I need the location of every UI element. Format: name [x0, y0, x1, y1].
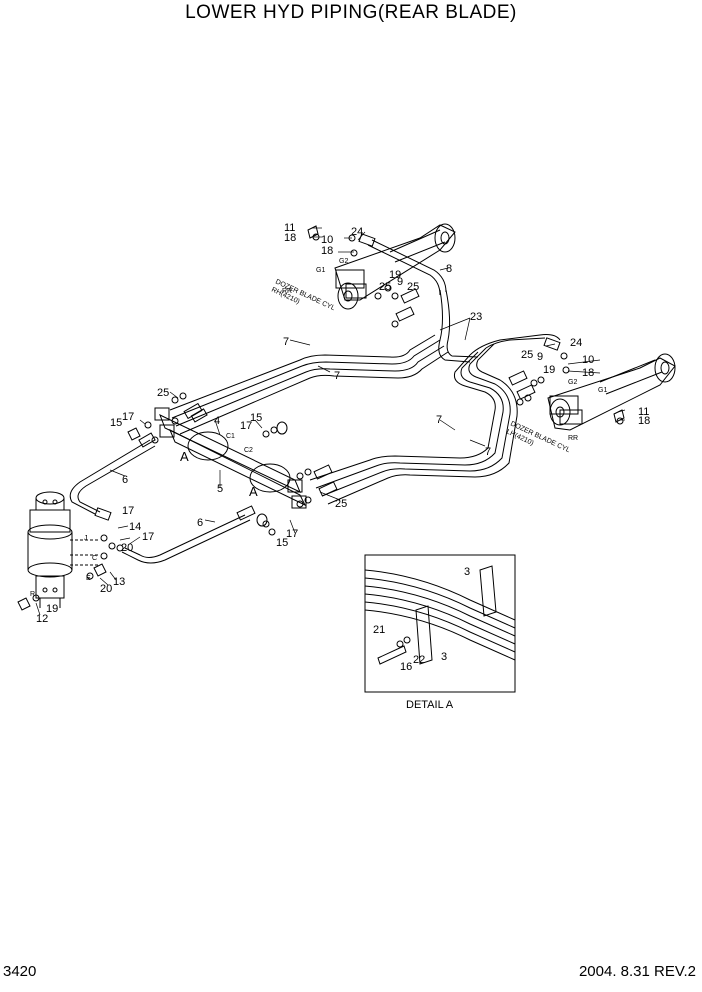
port-label-rr: RR [282, 288, 292, 295]
svg-text:7: 7 [485, 446, 491, 458]
svg-text:17: 17 [142, 531, 154, 543]
svg-text:23: 23 [470, 311, 482, 323]
svg-text:19: 19 [389, 269, 401, 281]
svg-text:5: 5 [217, 483, 223, 495]
port-label-g2-lh: G2 [568, 379, 577, 386]
svg-text:7: 7 [283, 336, 289, 348]
svg-text:17: 17 [122, 505, 134, 517]
svg-text:18: 18 [638, 415, 650, 427]
svg-text:15: 15 [110, 417, 122, 429]
pipe-group-23 [438, 289, 561, 363]
svg-text:17: 17 [122, 411, 134, 423]
svg-text:21: 21 [373, 624, 385, 636]
center-swivel [27, 491, 100, 608]
svg-text:3: 3 [441, 651, 447, 663]
svg-text:17: 17 [240, 420, 252, 432]
section-markers: A A [180, 449, 258, 499]
port-labels: G1 G2 G2 G1 C1 C2 J C E R RR RR [30, 258, 607, 598]
section-marker-a-right: A [249, 484, 258, 499]
svg-text:25: 25 [335, 498, 347, 510]
svg-text:24: 24 [351, 226, 363, 238]
cylinder-labels: DOZER BLADE CYL RH(4210) DOZER BLADE CYL… [270, 278, 571, 454]
svg-text:19: 19 [46, 603, 58, 615]
pipe-8 [367, 239, 447, 296]
svg-text:14: 14 [129, 521, 141, 533]
svg-text:18: 18 [284, 232, 296, 244]
svg-text:13: 13 [113, 576, 125, 588]
svg-text:17: 17 [286, 528, 298, 540]
svg-text:4: 4 [214, 415, 220, 427]
svg-text:8: 8 [446, 263, 452, 275]
port-label-c2: C2 [244, 447, 253, 454]
hose-6 [69, 439, 251, 564]
leader-lines [35, 227, 626, 616]
svg-text:18: 18 [582, 367, 594, 379]
svg-text:22: 22 [413, 654, 425, 666]
dozer-cylinder-rh [334, 223, 456, 310]
svg-text:3: 3 [464, 566, 470, 578]
port-label-g1-lh: G1 [598, 387, 607, 394]
svg-text:9: 9 [397, 276, 403, 288]
svg-text:20: 20 [100, 583, 112, 595]
port-label-g2: G2 [339, 258, 348, 265]
port-label-c: C [92, 555, 97, 562]
svg-text:10: 10 [321, 234, 333, 246]
svg-text:12: 12 [36, 613, 48, 625]
svg-text:25: 25 [379, 281, 391, 293]
svg-text:10: 10 [582, 354, 594, 366]
svg-text:9: 9 [537, 351, 543, 363]
plugs [17, 225, 625, 611]
junction-blocks [154, 407, 307, 509]
detail-a-view [364, 554, 516, 693]
pipe-group-7 [169, 334, 518, 505]
port-label-j: J [84, 535, 88, 542]
svg-text:19: 19 [543, 364, 555, 376]
svg-text:7: 7 [334, 370, 340, 382]
page-number: 3420 [3, 963, 37, 980]
port-label-e: E [86, 575, 91, 582]
svg-text:15: 15 [276, 537, 288, 549]
port-label-r: R [30, 591, 35, 598]
svg-text:25: 25 [157, 387, 169, 399]
svg-text:6: 6 [122, 474, 128, 486]
svg-text:6: 6 [197, 517, 203, 529]
hose-fittings [94, 233, 561, 521]
svg-text:16: 16 [400, 661, 412, 673]
section-marker-a-left: A [180, 449, 189, 464]
svg-text:18: 18 [321, 245, 333, 257]
svg-text:24: 24 [570, 337, 582, 349]
svg-text:25: 25 [521, 349, 533, 361]
svg-text:11: 11 [638, 406, 649, 418]
revision-info: 2004. 8.31 REV.2 [578, 963, 696, 980]
page-title: LOWER HYD PIPING(REAR BLADE) [185, 2, 517, 23]
dozer-cylinder-lh [547, 353, 676, 431]
port-label-g1: G1 [316, 267, 325, 274]
svg-text:7: 7 [436, 414, 442, 426]
port-label-c1: C1 [226, 433, 235, 440]
svg-text:15: 15 [250, 412, 262, 424]
svg-text:25: 25 [407, 281, 419, 293]
svg-text:11: 11 [284, 222, 295, 234]
svg-text:20: 20 [121, 542, 133, 554]
port-label-rr-lh: RR [568, 435, 578, 442]
detail-a-label: DETAIL A [406, 699, 454, 711]
